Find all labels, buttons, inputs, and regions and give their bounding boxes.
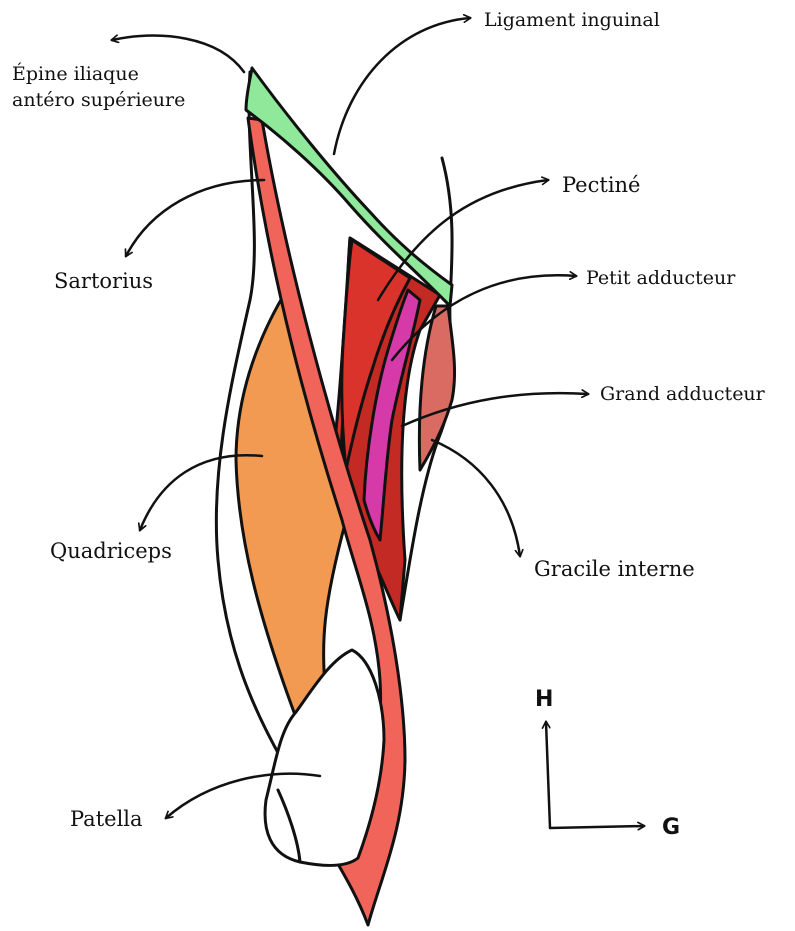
label-epine-line1: Épine iliaque (12, 62, 139, 85)
label-patella: Patella (70, 807, 143, 831)
orientation-up-label: H (535, 687, 553, 712)
arrow-sartorius (126, 180, 264, 256)
orientation-up-arrow (546, 722, 550, 828)
label-grand-adducteur: Grand adducteur (600, 383, 766, 405)
label-petit-adducteur: Petit adducteur (586, 267, 736, 289)
quadriceps-muscle (236, 288, 346, 715)
label-epine-line2: antéro supérieure (12, 89, 185, 111)
label-gracile-interne: Gracile interne (534, 557, 695, 581)
label-pectine: Pectiné (562, 173, 640, 197)
label-ligament-inguinal: Ligament inguinal (484, 9, 660, 31)
orientation-right-arrow (550, 826, 644, 828)
label-sartorius: Sartorius (54, 269, 153, 293)
arrow-ligament (334, 18, 470, 154)
arrow-gracile (432, 440, 520, 556)
label-quadriceps: Quadriceps (50, 539, 172, 563)
orientation-right-label: G (662, 815, 680, 840)
